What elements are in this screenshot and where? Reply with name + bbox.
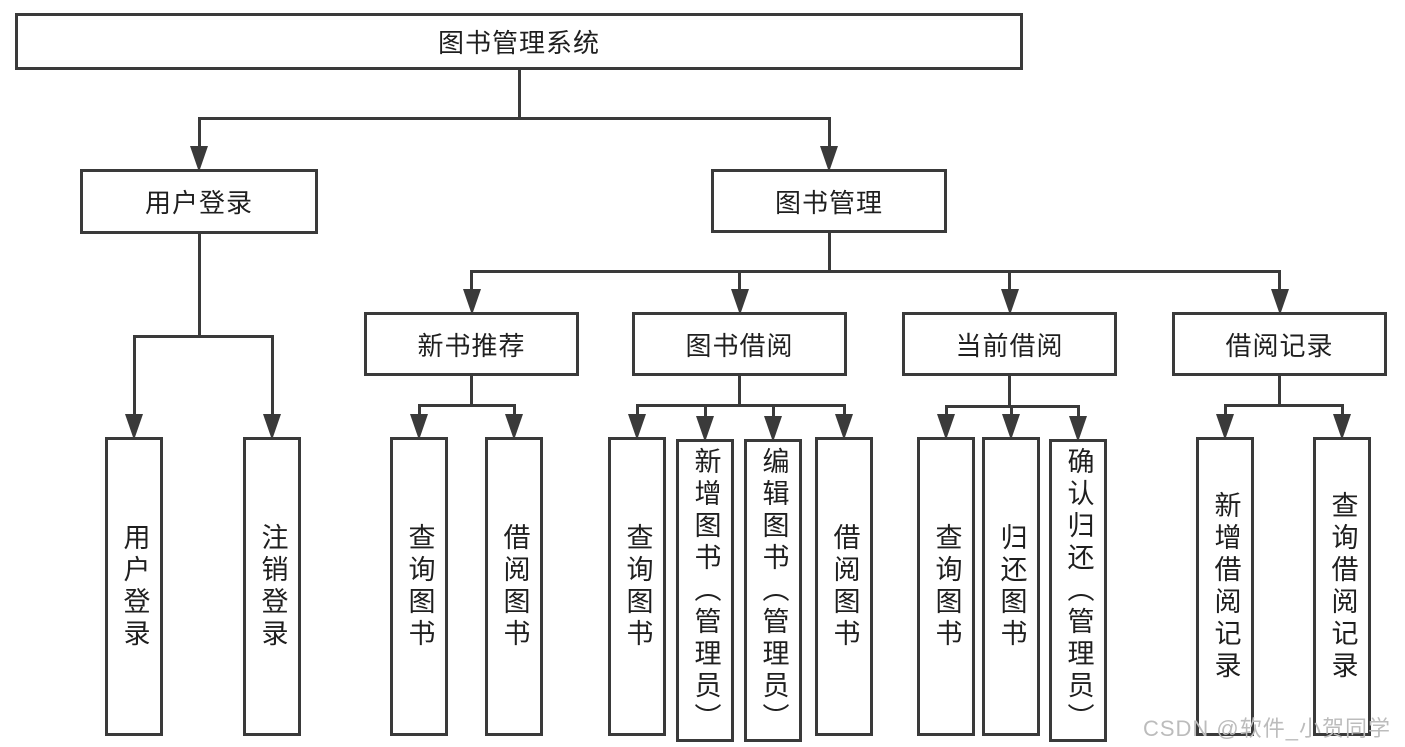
node-label: 确认归还（管理员） <box>1063 446 1094 735</box>
node-label: 用户登录 <box>119 522 150 651</box>
node-label: 查询借阅记录 <box>1327 490 1358 683</box>
arrowhead-down-icon <box>835 414 853 440</box>
connector-line-vertical <box>635 405 639 414</box>
node-book-borrowing: 图书借阅 <box>632 312 847 376</box>
arrowhead-down-icon <box>505 414 523 440</box>
node-logout: 注销登录 <box>243 437 301 736</box>
connector-line-horizontal <box>197 116 831 120</box>
node-book-management: 图书管理 <box>711 169 947 233</box>
arrowhead-down-icon <box>1069 416 1087 442</box>
connector-line-vertical <box>1008 271 1011 289</box>
connector-line-vertical <box>512 405 516 414</box>
connector-line-horizontal <box>132 334 274 338</box>
node-add-books-admin: 新增图书（管理员） <box>676 439 734 742</box>
node-label: 新书推荐 <box>417 330 526 361</box>
arrowhead-down-icon <box>764 416 782 442</box>
node-label: 注销登录 <box>257 522 288 651</box>
node-label: 查询图书 <box>404 522 435 651</box>
connector-line-horizontal <box>417 403 516 407</box>
connector-line-vertical <box>270 336 274 414</box>
connector-line-vertical <box>703 405 707 416</box>
arrowhead-down-icon <box>462 289 481 315</box>
node-label: 归还图书 <box>996 522 1027 651</box>
connector-line-vertical <box>1008 376 1011 408</box>
arrowhead-down-icon <box>628 414 646 440</box>
connector-line-vertical <box>197 234 201 338</box>
node-query-books-current: 查询图书 <box>917 437 975 736</box>
connector-line-vertical <box>470 376 473 407</box>
arrowhead-down-icon <box>263 414 281 440</box>
node-user-login: 用户登录 <box>105 437 163 736</box>
connector-line-vertical <box>1278 376 1281 407</box>
node-library-system: 图书管理系统 <box>15 13 1023 70</box>
arrowhead-down-icon <box>1002 414 1020 440</box>
connector-line-vertical <box>1340 405 1344 414</box>
arrowhead-down-icon <box>1270 289 1289 315</box>
node-label: 借阅记录 <box>1225 330 1334 361</box>
arrowhead-down-icon <box>820 146 838 172</box>
connector-line-vertical <box>738 271 741 289</box>
node-label: 新增借阅记录 <box>1210 490 1241 683</box>
node-label: 当前借阅 <box>955 330 1064 361</box>
arrowhead-down-icon <box>190 146 208 172</box>
arrowhead-down-icon <box>696 416 714 442</box>
connector-line-vertical <box>1223 405 1227 414</box>
connector-line-horizontal <box>635 403 846 407</box>
node-borrow-books-borrow: 借阅图书 <box>815 437 873 736</box>
node-label: 查询图书 <box>931 522 962 651</box>
connector-line-horizontal <box>1223 403 1344 407</box>
arrowhead-down-icon <box>1333 414 1351 440</box>
connector-line-vertical <box>1076 406 1080 416</box>
connector-line-vertical <box>738 376 741 407</box>
arrowhead-down-icon <box>1216 414 1234 440</box>
node-query-books-borrow: 查询图书 <box>608 437 666 736</box>
connector-line-vertical <box>1278 271 1281 289</box>
node-current-borrowing: 当前借阅 <box>902 312 1117 376</box>
node-label: 编辑图书（管理员） <box>758 446 789 735</box>
node-borrow-books-rec: 借阅图书 <box>485 437 543 736</box>
connector-line-vertical <box>827 233 831 273</box>
arrowhead-down-icon <box>410 414 428 440</box>
connector-line-vertical <box>771 405 775 416</box>
connector-line-vertical <box>1009 406 1013 414</box>
connector-line-vertical <box>944 406 948 414</box>
connector-line-vertical <box>132 336 136 414</box>
node-query-books-rec: 查询图书 <box>390 437 448 736</box>
connector-line-horizontal <box>470 269 1281 273</box>
csdn-watermark: CSDN @软件_小贺同学 <box>1142 716 1391 741</box>
node-query-borrow-record: 查询借阅记录 <box>1313 437 1371 736</box>
node-add-borrow-record: 新增借阅记录 <box>1196 437 1254 736</box>
node-label: 用户登录 <box>144 188 253 218</box>
node-label: 图书借阅 <box>685 330 794 361</box>
connector-line-vertical <box>842 405 846 414</box>
node-user-login-group: 用户登录 <box>80 169 318 234</box>
connector-line-vertical <box>197 118 201 146</box>
node-confirm-return-admin: 确认归还（管理员） <box>1049 439 1107 742</box>
node-edit-books-admin: 编辑图书（管理员） <box>744 439 802 742</box>
node-label: 图书管理系统 <box>437 28 600 58</box>
connector-line-vertical <box>517 70 521 120</box>
arrowhead-down-icon <box>1000 289 1019 315</box>
node-label: 借阅图书 <box>499 522 530 651</box>
node-new-book-recommend: 新书推荐 <box>364 312 579 376</box>
node-label: 新增图书（管理员） <box>690 446 721 735</box>
arrowhead-down-icon <box>125 414 143 440</box>
node-label: 借阅图书 <box>829 522 860 651</box>
node-label: 图书管理 <box>774 187 883 218</box>
node-return-books: 归还图书 <box>982 437 1040 736</box>
connector-line-vertical <box>417 405 421 414</box>
node-borrowing-records: 借阅记录 <box>1172 312 1387 376</box>
connector-line-vertical <box>827 118 831 146</box>
arrowhead-down-icon <box>937 414 955 440</box>
node-label: 查询图书 <box>622 522 653 651</box>
arrowhead-down-icon <box>730 289 749 315</box>
connector-line-vertical <box>470 271 473 289</box>
